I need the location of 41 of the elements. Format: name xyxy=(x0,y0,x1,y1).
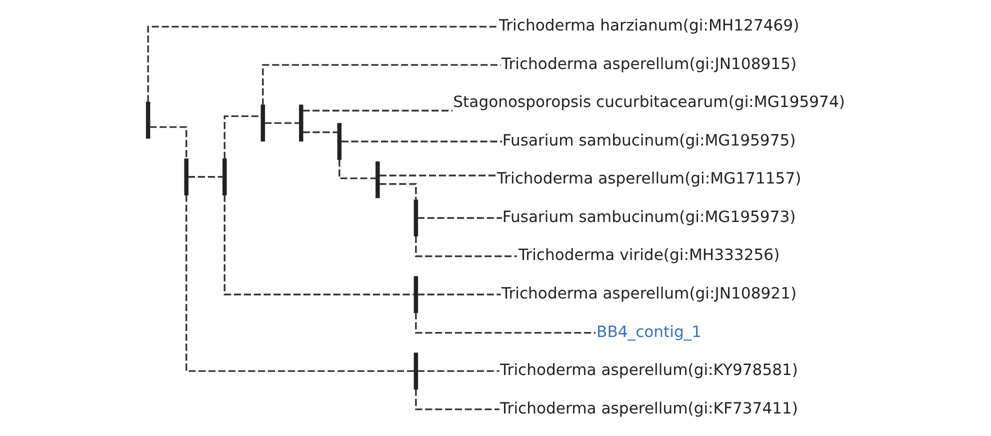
node-bar xyxy=(413,352,418,390)
node-bar xyxy=(375,161,380,198)
connector xyxy=(185,194,414,372)
node-text: Fusarium sambucinum(gi:MG195975) xyxy=(502,131,796,150)
node-text: Trichoderma asperellum(gi:KF737411) xyxy=(500,399,798,418)
connector xyxy=(414,388,499,410)
node-text: Trichoderma asperellum(gi:JN108921) xyxy=(501,284,796,302)
node-bar xyxy=(222,158,226,196)
connector xyxy=(340,140,502,142)
node-bar xyxy=(145,102,150,139)
connector xyxy=(223,115,261,160)
connector xyxy=(146,26,498,102)
connector xyxy=(223,194,414,296)
node-bar xyxy=(260,104,264,142)
node-bar xyxy=(413,200,418,236)
connector xyxy=(302,131,338,134)
connector xyxy=(262,64,500,106)
node-text: BB4_contig_1 xyxy=(596,322,702,341)
node-bar xyxy=(336,123,342,160)
node-text: Stagonosporopsis cucurbitacearum(gi:MG195974) xyxy=(452,93,844,112)
connector xyxy=(264,122,300,124)
connector xyxy=(378,183,416,200)
connector xyxy=(416,294,500,296)
node-text: Trichoderma asperellum(gi:JN108915) xyxy=(501,54,796,73)
node-text: Trichoderma harzianum(gi:MH127469) xyxy=(498,16,799,35)
node-bar xyxy=(298,104,303,142)
connector xyxy=(188,176,222,178)
node-text: Trichoderma asperellum(gi:KY978581) xyxy=(500,361,798,380)
connector xyxy=(338,159,376,180)
connector xyxy=(302,110,452,112)
connector xyxy=(414,312,596,334)
node-text: Fusarium sambucinum(gi:MG195973) xyxy=(502,208,796,226)
node-text: Trichoderma asperellum(gi:MG171157) xyxy=(496,170,801,188)
node-text: Trichoderma viride(gi:MH333256) xyxy=(518,246,780,264)
connector xyxy=(414,236,516,258)
node-bar xyxy=(184,158,188,196)
connector xyxy=(416,217,502,219)
node-bar xyxy=(413,276,418,313)
connector xyxy=(149,126,187,159)
connector xyxy=(378,174,496,176)
connector xyxy=(416,370,499,372)
